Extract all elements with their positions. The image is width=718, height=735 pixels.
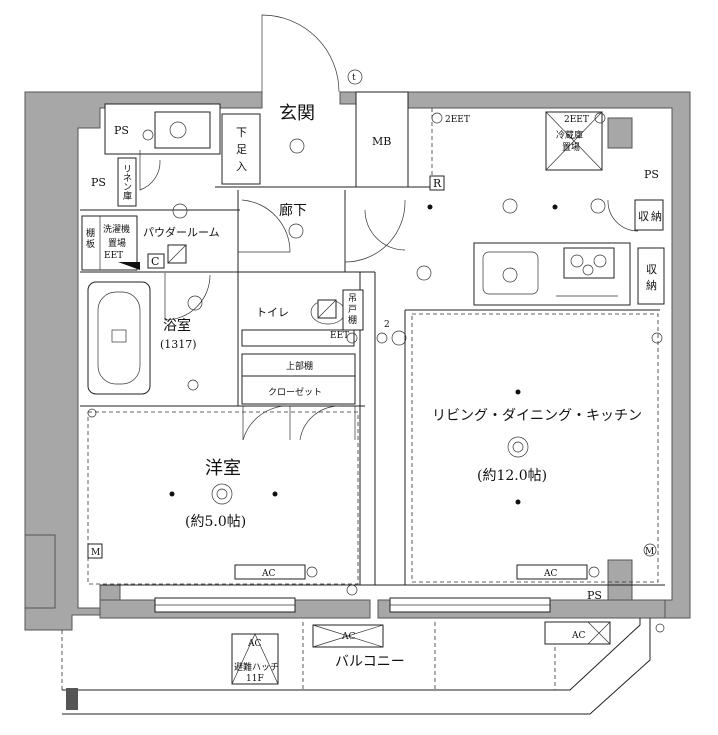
- eet-label-4: EET: [330, 331, 349, 341]
- fridge-label-1: 冷蔵庫: [556, 129, 583, 141]
- balcony-label: バルコニー: [335, 654, 405, 670]
- c-label: C: [151, 255, 159, 268]
- toilet-shelf-char-2: 戸: [348, 304, 357, 315]
- closet-label: クローゼット: [268, 386, 322, 398]
- shoe-box-char-3: 入: [236, 160, 247, 173]
- hallway-label: 廊下: [279, 202, 307, 219]
- t-label: t: [352, 73, 356, 83]
- ps-label-4: PS: [587, 589, 602, 602]
- equipment: [87, 175, 657, 596]
- hatch-label-1: 避難ハッチ: [234, 661, 279, 673]
- linen-char-3: ン: [123, 183, 132, 193]
- ac-label-4: AC: [571, 631, 585, 641]
- kitchen-storage-2-char-2: 納: [646, 279, 657, 292]
- bathroom-fixtures: [81, 111, 211, 395]
- eet-label-3: EET: [104, 251, 123, 261]
- toilet-shelf-char-1: 吊: [348, 293, 357, 304]
- hatch-label-2: 11F: [246, 674, 264, 684]
- linen-char-4: 庫: [123, 190, 132, 202]
- toilet-label: トイレ: [256, 306, 289, 319]
- shelf-char-1: 棚: [86, 227, 95, 239]
- toilet-fixtures: [241, 289, 364, 347]
- dashed-outlines: [87, 108, 659, 585]
- ldk-size-label: (約12.0帖): [477, 468, 547, 484]
- western-room-label: 洋室: [205, 458, 241, 479]
- r-label: R: [433, 177, 442, 190]
- ac-label-5: AC: [247, 639, 261, 649]
- m-label-2: M: [645, 547, 654, 557]
- western-room-size-label: (約5.0帖): [185, 514, 246, 530]
- ac-label-2: AC: [543, 569, 557, 579]
- entrance-fixtures: [221, 69, 363, 405]
- bath-label: 浴室: [163, 317, 191, 334]
- kitchen-storage-1-char-2: 納: [651, 210, 662, 223]
- upper-shelf-label: 上部棚: [286, 360, 313, 372]
- balcony: [61, 618, 665, 715]
- ldk-label: リビング・ダイニング・キッチン: [432, 408, 642, 424]
- kitchen-fixtures: [416, 111, 665, 344]
- kitchen-storage-2-char-1: 収: [646, 263, 657, 276]
- eet-label-2: 2EET: [564, 115, 589, 125]
- bath-size-label: (1317): [160, 338, 197, 351]
- shoe-box-char-2: 足: [236, 143, 247, 156]
- shelf-char-2: 板: [86, 238, 95, 250]
- fridge-label-2: 置場: [562, 141, 580, 153]
- eet-label-1: 2EET: [445, 115, 470, 125]
- ps-label-1: PS: [114, 124, 129, 137]
- ps-label-2: PS: [91, 176, 106, 189]
- ps-label-3: PS: [644, 168, 659, 181]
- washer-label-2: 置場: [108, 237, 126, 249]
- mb-label: MB: [372, 135, 391, 148]
- linen-char-1: リ: [123, 165, 132, 175]
- windows: [154, 597, 551, 613]
- shoe-box-char-1: 下: [236, 126, 247, 139]
- entrance-label: 玄関: [279, 103, 315, 124]
- toilet-shelf-char-3: 棚: [348, 314, 357, 326]
- ac-units: [231, 564, 611, 685]
- m-label-1: M: [91, 548, 100, 558]
- powder-room-label: パウダールーム: [143, 225, 220, 239]
- washer-label-1: 洗濯機: [103, 223, 130, 235]
- ac-label-3: AC: [341, 632, 355, 642]
- outlet-2-label: 2: [384, 320, 390, 330]
- lighting: [169, 204, 558, 505]
- ac-label-1: AC: [261, 569, 275, 579]
- kitchen-storage-1-char-1: 収: [638, 210, 649, 223]
- linen-char-2: ネ: [123, 173, 132, 184]
